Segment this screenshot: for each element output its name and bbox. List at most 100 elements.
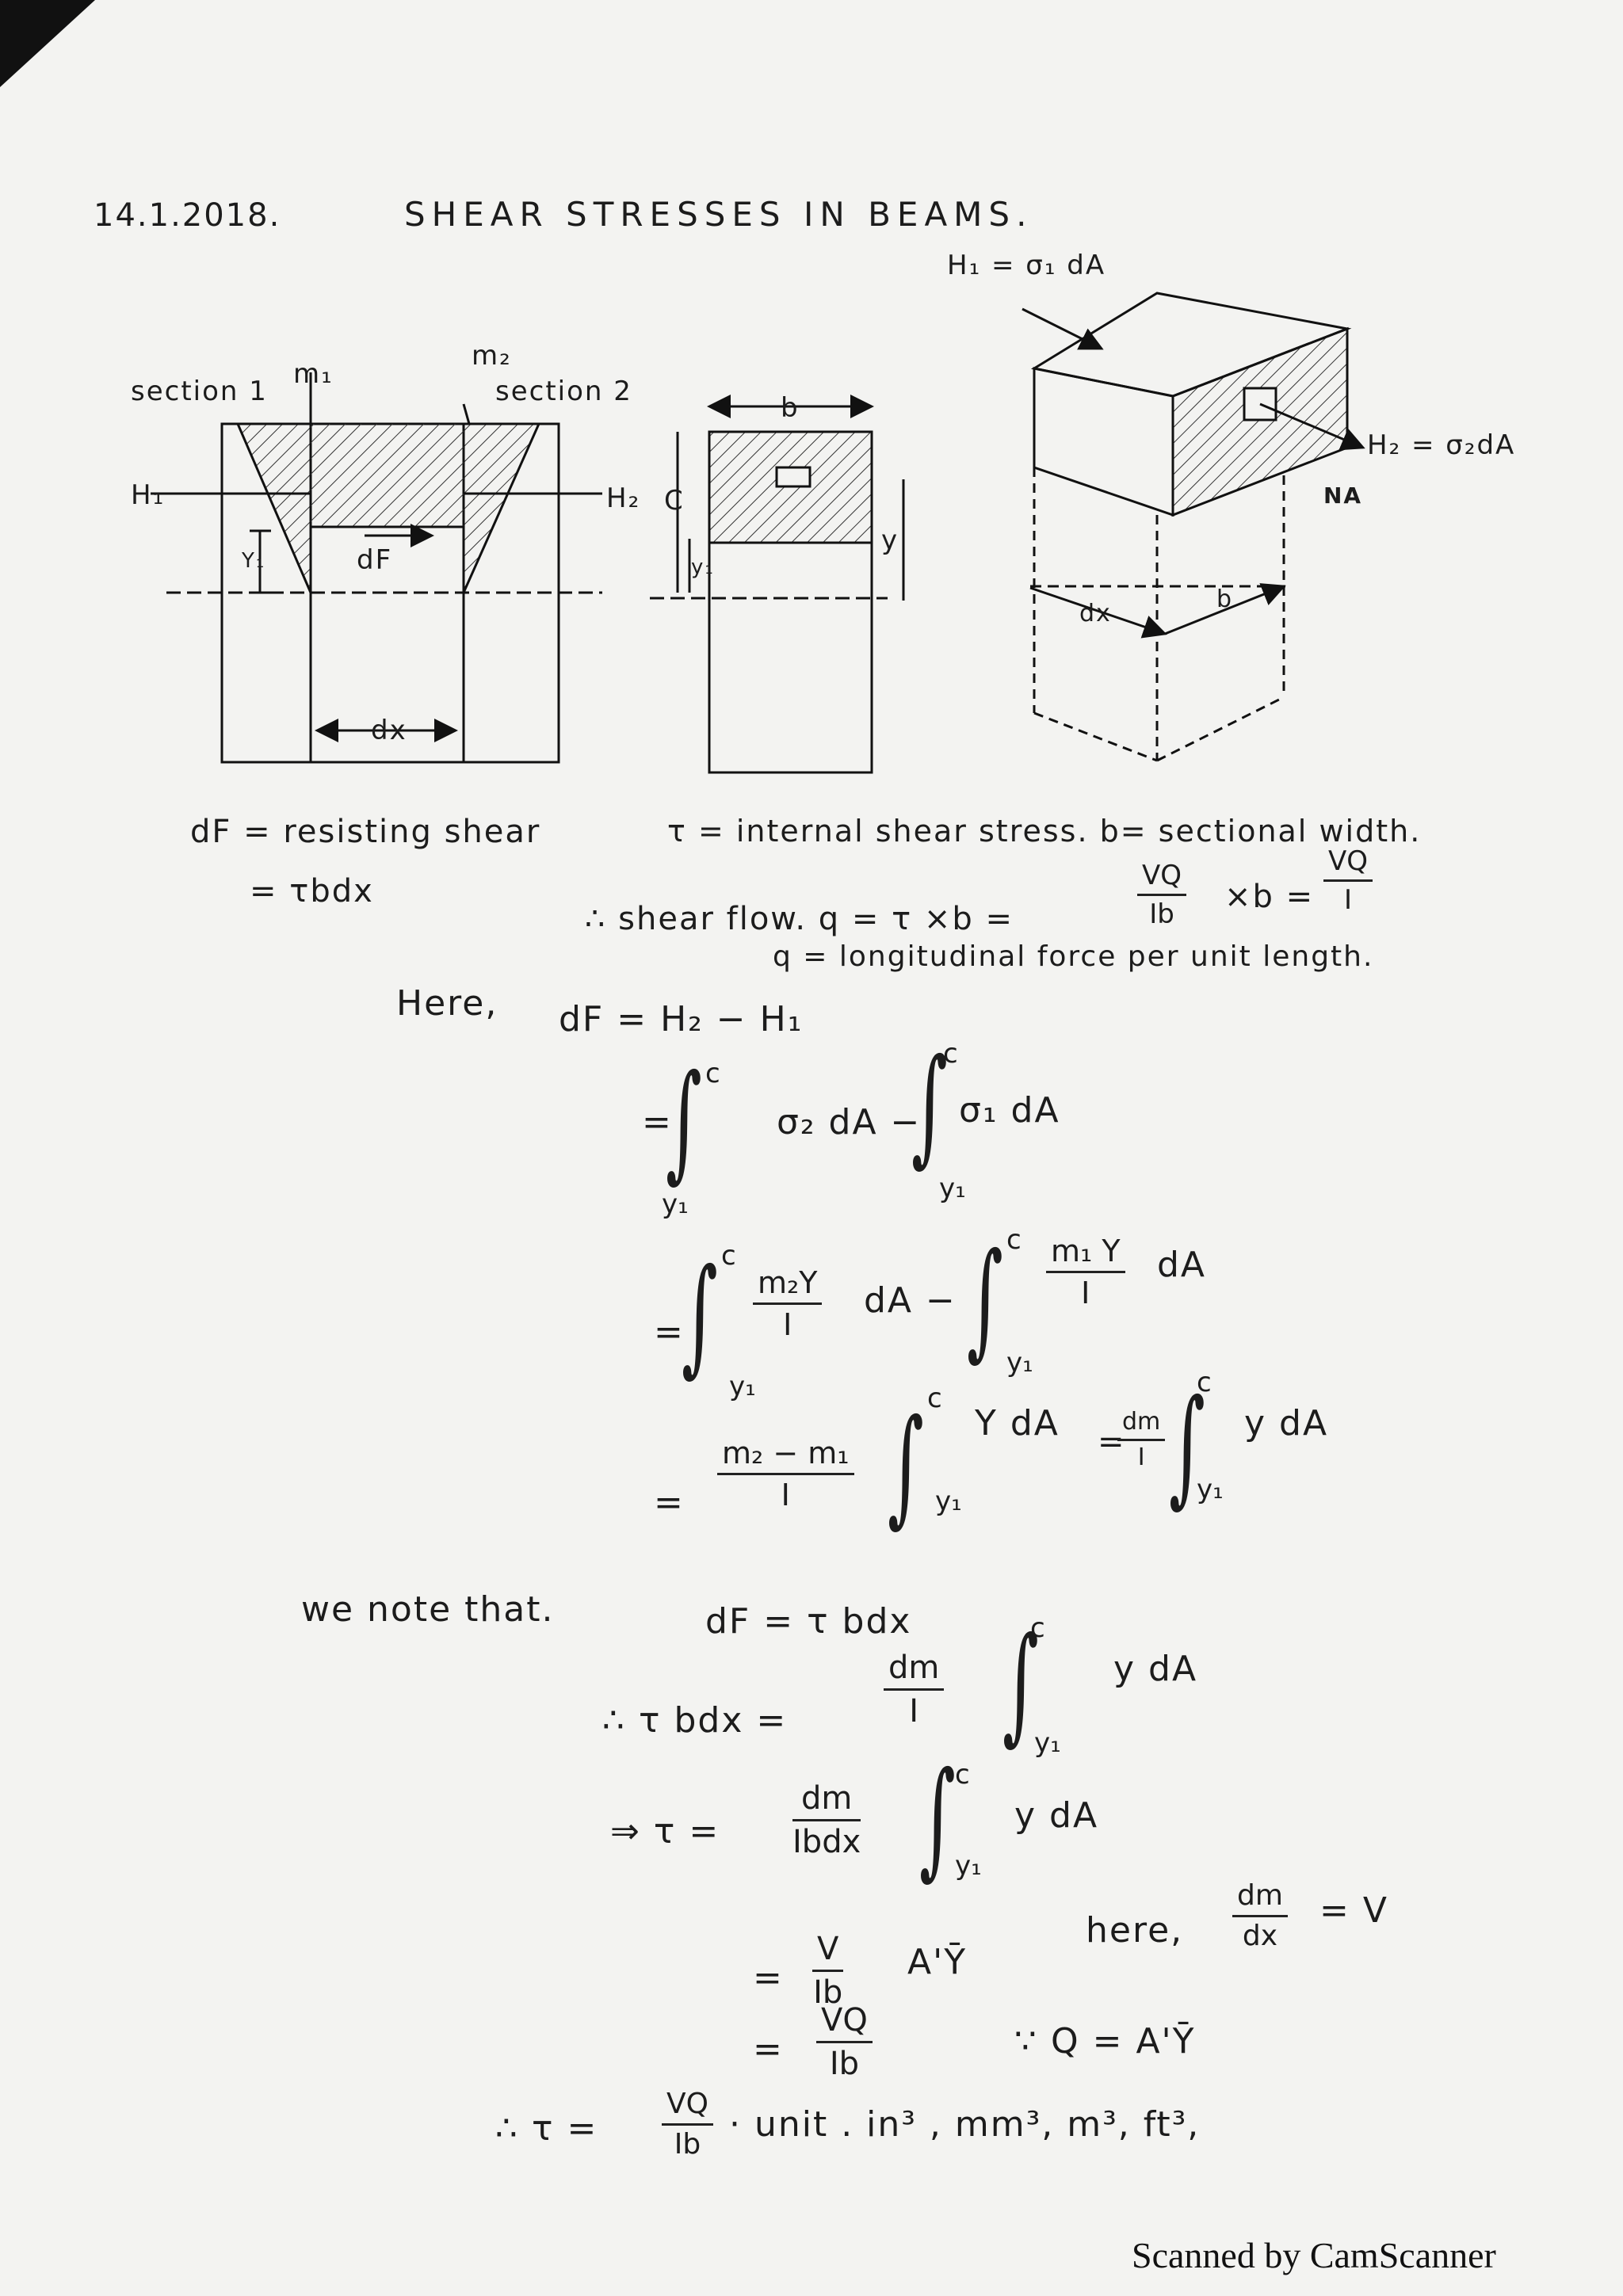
eq3-equals: =	[654, 1482, 685, 1523]
limit-upper-1a: c	[705, 1058, 720, 1089]
page-title: SHEAR STRESSES IN BEAMS.	[404, 195, 1033, 234]
dF-equation: = τbdx	[250, 873, 374, 910]
eq2-fraction-b: m₁ Y I	[1046, 1236, 1125, 1308]
shear-flow-num-1: VQ	[1137, 862, 1187, 896]
eq2-num-b: m₁ Y	[1046, 1236, 1125, 1273]
tbdx-fraction: dm I	[884, 1652, 945, 1727]
shear-flow-num-2: VQ	[1323, 848, 1373, 882]
tau-num: dm	[792, 1783, 861, 1821]
va-equals: =	[753, 1958, 784, 1998]
vq-den: Ib	[829, 2046, 860, 2082]
eq1-equals: =	[642, 1102, 673, 1142]
eq2-den-a: I	[783, 1307, 792, 1342]
final-fraction: VQ Ib	[662, 2090, 713, 2159]
limit-upper-5: c	[955, 1759, 970, 1791]
label-dx: dx	[371, 715, 407, 746]
final-num: VQ	[662, 2090, 713, 2126]
va-ay: A'Ȳ	[907, 1942, 968, 1982]
q-equation: ∵ Q = A'Ȳ	[1014, 2021, 1196, 2061]
label-section-1: section 1	[131, 376, 268, 407]
shear-flow-den-2: I	[1344, 884, 1353, 916]
integral-sign-5: ∫	[919, 1744, 956, 1892]
beam-side-view	[151, 372, 602, 764]
limit-upper-2a: c	[721, 1240, 736, 1272]
limit-lower-1a: y₁	[662, 1188, 689, 1220]
final-lead: ∴ τ =	[495, 2108, 598, 2149]
label-dx-3d: dx	[1079, 600, 1112, 627]
vq-equals: =	[753, 2029, 784, 2069]
shear-flow-den-1: Ib	[1149, 898, 1174, 930]
here-den: dx	[1242, 1920, 1278, 1952]
tau-ydA: y dA	[1014, 1795, 1099, 1836]
tbdx-lead: ∴ τ bdx =	[602, 1700, 788, 1741]
label-neutral-axis: NA	[1323, 482, 1363, 509]
eq3-num-2: dm	[1117, 1410, 1166, 1441]
here-v: = V	[1319, 1890, 1388, 1931]
eq3-fraction-2: dm I	[1117, 1410, 1166, 1470]
integral-sign-2b: ∫	[967, 1225, 1003, 1373]
tau-den: Ibdx	[792, 1824, 861, 1860]
limit-upper-4: c	[1030, 1612, 1045, 1644]
integral-sign-1b: ∫	[911, 1031, 948, 1179]
here-label: Here,	[396, 983, 498, 1024]
limit-lower-3a: y₁	[935, 1486, 962, 1517]
eq3-equals-2: =	[1098, 1424, 1126, 1460]
shear-flow-fraction-2: VQ I	[1323, 848, 1373, 913]
dF-definition: dF = resisting shear	[190, 814, 541, 850]
eq2-den-b: I	[1081, 1276, 1090, 1310]
limit-lower-2a: y₁	[729, 1371, 756, 1402]
label-m2: m₂	[472, 340, 512, 372]
eq3-ydA-2: y dA	[1244, 1403, 1329, 1444]
va-den: Ib	[813, 1974, 843, 2011]
limit-upper-3b: c	[1197, 1367, 1212, 1398]
eq1-term-a: σ₂ dA −	[777, 1102, 922, 1142]
eq2-dA-a: dA −	[864, 1280, 957, 1321]
eq3-num: m₂ − m₁	[717, 1438, 854, 1475]
integral-sign-3b: ∫	[1169, 1371, 1205, 1520]
scanner-watermark: Scanned by CamScanner	[1132, 2235, 1496, 2275]
label-b: b	[781, 392, 800, 424]
eq2-fraction-a: m₂Y I	[753, 1268, 823, 1342]
tbdx-ydA: y dA	[1113, 1649, 1198, 1689]
limit-upper-2b: c	[1006, 1224, 1022, 1256]
limit-lower-5: y₁	[955, 1850, 982, 1882]
here-num: dm	[1232, 1882, 1288, 1917]
integral-sign-2a: ∫	[682, 1241, 718, 1389]
beam-figures	[151, 292, 1365, 774]
limit-lower-4: y₁	[1034, 1727, 1061, 1759]
eq3-ydA: Y dA	[975, 1403, 1060, 1444]
integral-sign-4: ∫	[1002, 1609, 1039, 1757]
here-fraction: dm dx	[1232, 1882, 1288, 1951]
integral-sign-1a: ∫	[666, 1047, 702, 1195]
label-h1-left: H₁	[131, 479, 166, 511]
date-text: 14.1.2018.	[94, 197, 281, 234]
label-h2-right: H₂	[606, 482, 641, 514]
label-m1: m₁	[293, 358, 334, 390]
eq2-dA-b: dA	[1157, 1245, 1207, 1285]
label-h2-3d: H₂ = σ₂dA	[1367, 429, 1516, 461]
units-line: · unit . in³ , mm³, m³, ft³,	[729, 2104, 1201, 2145]
shear-flow-lead: ∴ shear flow. q = τ ×b =	[585, 901, 1014, 937]
label-y: y	[881, 524, 899, 556]
q-definition: q = longitudinal force per unit length.	[773, 940, 1374, 973]
label-b-3d: b	[1216, 585, 1234, 613]
label-y1-left: Y₁	[242, 549, 266, 573]
va-num: V	[812, 1933, 844, 1972]
note-equation: dF = τ bdx	[705, 1601, 912, 1642]
final-den: Ib	[674, 2128, 701, 2161]
tau-lead: ⇒ τ =	[610, 1811, 720, 1852]
limit-lower-3b: y₁	[1197, 1474, 1224, 1505]
eq3-fraction: m₂ − m₁ I	[717, 1438, 854, 1510]
limit-upper-3a: c	[927, 1383, 942, 1414]
label-y1-mid: y₁	[691, 555, 715, 579]
scan-corner-mark	[0, 0, 95, 87]
eq2-equals: =	[654, 1312, 685, 1352]
vq-num: VQ	[816, 2004, 873, 2043]
va-fraction: V Ib	[812, 1933, 844, 2011]
integral-sign-3a: ∫	[888, 1391, 924, 1539]
dF-line: dF = H₂ − H₁	[559, 999, 804, 1039]
label-dF: dF	[357, 544, 393, 576]
here2-label: here,	[1086, 1910, 1184, 1951]
label-h1-3d: H₁ = σ₁ dA	[947, 250, 1106, 281]
